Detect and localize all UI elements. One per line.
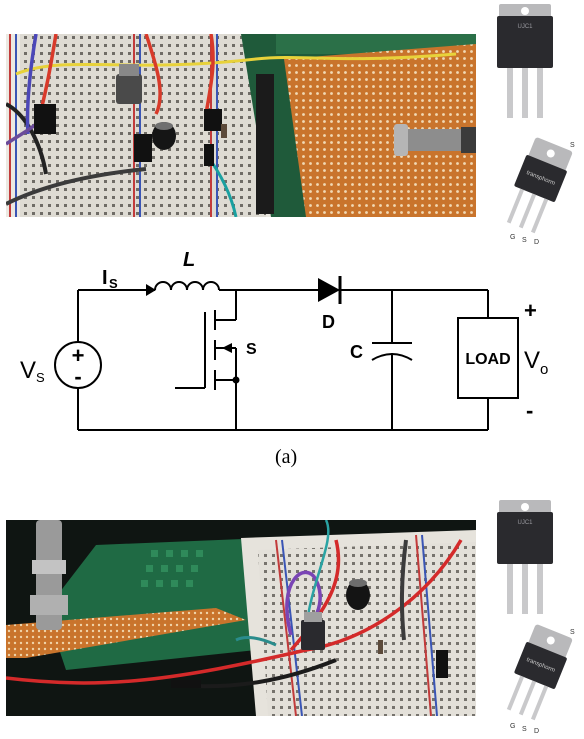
pin-s: S: [522, 237, 527, 244]
capacitor-label: C: [350, 342, 363, 362]
source-subscript: S: [36, 370, 45, 385]
top-photo-illustration: [6, 34, 476, 217]
source-label: V: [20, 357, 36, 384]
pin-g-bottom: G: [510, 723, 515, 730]
output-plus: +: [524, 298, 537, 323]
bottom-breadboard-photo: [6, 520, 476, 716]
gan-package-bottom: transphorm S G S D: [492, 622, 584, 735]
pin-s-bottom: S: [522, 726, 527, 733]
boost-converter-schematic: V S + - I S L D S C LOAD V o + -: [0, 240, 584, 440]
output-label: V: [524, 347, 540, 374]
sic-marking: UJC1: [517, 24, 533, 30]
sic-marking-bottom: UJC1: [517, 520, 533, 526]
gan-package-top: transphorm S G S D: [492, 135, 584, 246]
top-breadboard-photo: [6, 34, 476, 217]
current-subscript: S: [109, 276, 118, 291]
output-minus: -: [526, 398, 533, 423]
pin-d: D: [534, 239, 539, 245]
source-minus: -: [74, 364, 81, 389]
pin-d-bottom: D: [534, 728, 539, 734]
bottom-photo-illustration: [6, 520, 476, 716]
diode-label: D: [322, 312, 335, 332]
source-plus: +: [72, 343, 85, 368]
gan-tab-label-bottom: S: [570, 629, 575, 636]
figure-caption-a: (a): [275, 446, 298, 468]
sic-package-bottom: UJC1: [495, 498, 555, 616]
gan-tab-label: S: [570, 142, 575, 149]
switch-label: S: [246, 341, 257, 358]
sic-package-top: UJC1: [495, 2, 555, 120]
inductor-label: L: [183, 249, 195, 271]
load-label: LOAD: [465, 351, 510, 368]
pin-g: G: [510, 234, 515, 241]
output-subscript: o: [540, 361, 548, 378]
current-label: I: [102, 267, 108, 289]
